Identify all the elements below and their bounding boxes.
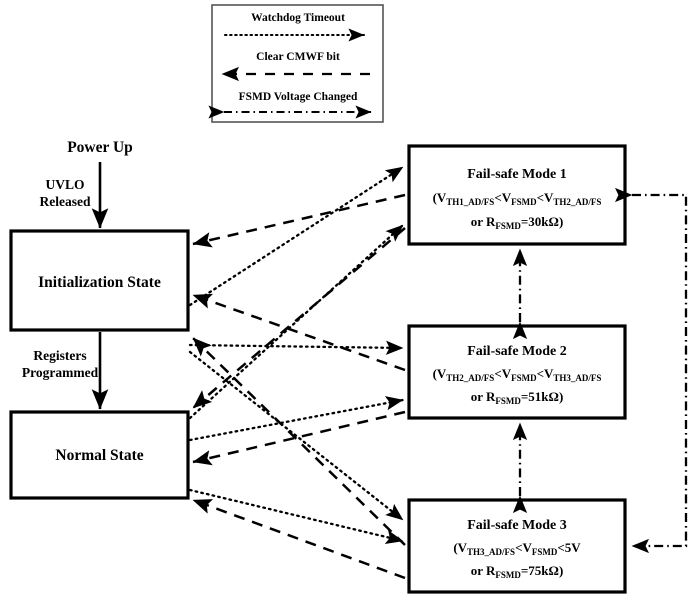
fail-safe-mode-3-resistance: or RFSMD=75kΩ) xyxy=(471,563,564,580)
edge-mode1-mode3-fsmd-voltage xyxy=(614,187,688,554)
normal-state-label: Normal State xyxy=(55,447,143,464)
normal-state-box[interactable] xyxy=(9,410,190,500)
state-normal[interactable]: Normal State xyxy=(9,410,190,500)
edge-normal-to-mode3-watchdog xyxy=(188,488,405,544)
fail-safe-mode-3-condition: (VTH3_AD/FS<VFSMD<5V xyxy=(453,540,581,557)
state-fail-safe-mode-2[interactable]: Fail-safe Mode 2 (VTH2_AD/FS<VFSMD<VTH3_… xyxy=(407,324,627,420)
fail-safe-mode-1-title: Fail-safe Mode 1 xyxy=(467,167,567,182)
edge-initialization-to-mode2-watchdog xyxy=(188,340,405,355)
edge-mode1-to-normal-clear-cmwf xyxy=(192,227,406,409)
edge-mode1-to-initialization-clear-cmwf xyxy=(192,193,406,248)
uvlo-released-label-line2: Released xyxy=(40,194,91,209)
power-up-label: Power Up xyxy=(67,139,133,156)
edge-mode2-to-initialization-clear-cmwf xyxy=(192,293,406,372)
edge-mode2-to-normal-clear-cmwf xyxy=(192,410,406,466)
edge-mode3-to-normal-clear-cmwf xyxy=(192,498,406,580)
initialization-state-label: Initialization State xyxy=(38,274,161,291)
legend: Watchdog Timeout Clear CMWF bit FSMD Vol… xyxy=(208,4,384,123)
initialization-state-box[interactable] xyxy=(9,229,190,332)
fail-safe-mode-2-title: Fail-safe Mode 2 xyxy=(467,344,567,359)
edge-mode3-to-initialization-clear-cmwf xyxy=(192,337,406,546)
edge-initialization-to-mode1-watchdog xyxy=(188,165,405,307)
fail-safe-mode-2-resistance: or RFSMD=51kΩ) xyxy=(471,389,564,406)
legend-label-clear-cmwf-bit: Clear CMWF bit xyxy=(256,51,340,63)
registers-programmed-label-line2: Programmed xyxy=(22,365,99,380)
edge-normal-to-mode2-watchdog xyxy=(188,396,405,442)
legend-label-watchdog-timeout: Watchdog Timeout xyxy=(251,12,345,24)
fail-safe-mode-3-box[interactable] xyxy=(407,498,627,594)
state-initialization[interactable]: Initialization State xyxy=(9,229,190,332)
edge-initialization-to-mode3-watchdog xyxy=(188,350,405,522)
uvlo-released-label-line1: UVLO xyxy=(45,177,84,192)
fail-safe-mode-2-condition: (VTH2_AD/FS<VFSMD<VTH3_AD/FS xyxy=(433,366,602,383)
legend-label-fsmd-voltage-changed: FSMD Voltage Changed xyxy=(239,91,358,103)
fail-safe-mode-1-resistance: or RFSMD=30kΩ) xyxy=(471,214,564,231)
state-fail-safe-mode-1[interactable]: Fail-safe Mode 1 (VTH1_AD/FS<VFSMD<VTH2_… xyxy=(407,144,627,246)
fail-safe-mode-3-title: Fail-safe Mode 3 xyxy=(467,518,567,533)
registers-programmed-label-line1: Registers xyxy=(33,348,86,363)
legend-border xyxy=(211,4,384,123)
fail-safe-mode-1-condition: (VTH1_AD/FS<VFSMD<VTH2_AD/FS xyxy=(433,190,602,207)
state-fail-safe-mode-3[interactable]: Fail-safe Mode 3 (VTH3_AD/FS<VFSMD<5V or… xyxy=(407,498,627,594)
fail-safe-mode-2-box[interactable] xyxy=(407,324,627,420)
edge-normal-to-mode1-watchdog xyxy=(188,223,405,420)
